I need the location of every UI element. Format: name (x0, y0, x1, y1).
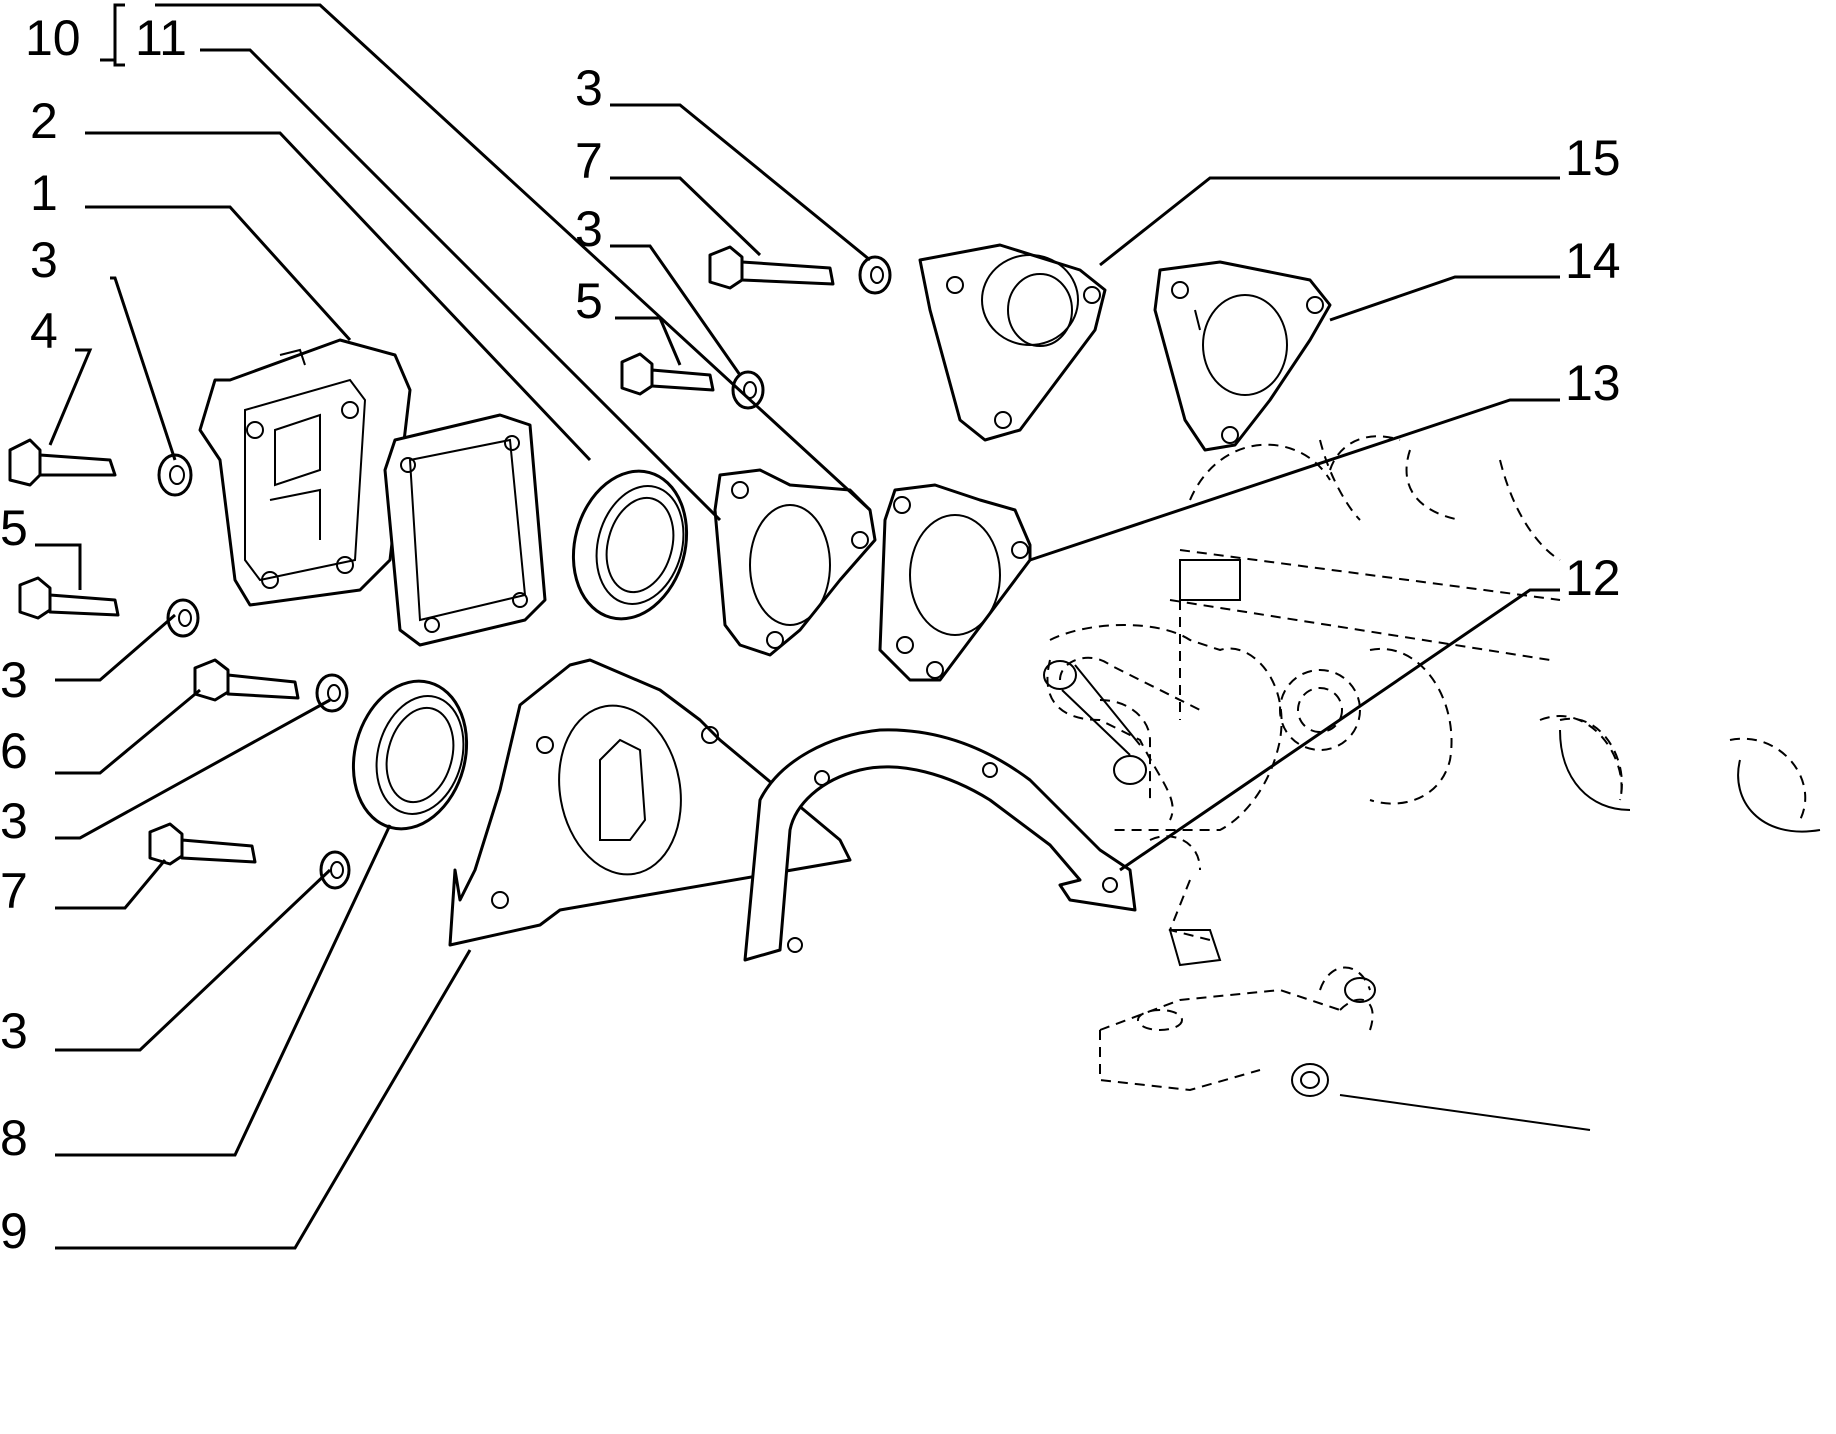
gasket-part-2 (383, 413, 547, 647)
callout-11: 11 (135, 10, 187, 66)
callout-labels: 10 11 2 1 3 4 5 3 6 3 7 3 8 9 3 7 3 5 15… (0, 10, 1621, 1259)
washer-part-3d (319, 850, 351, 890)
bolt-part-5b (620, 352, 715, 396)
callout-12: 12 (1565, 550, 1621, 606)
callout-7: 7 (0, 863, 28, 919)
bolt-part-4 (8, 438, 117, 487)
callout-9: 9 (0, 1203, 28, 1259)
callout-5: 5 (0, 500, 28, 556)
bolt-part-7a (148, 822, 257, 866)
gasket-part-12 (743, 728, 1137, 962)
bolt-part-7b (708, 245, 835, 290)
seal-housing-part-10 (713, 468, 877, 657)
gasket-part-13 (878, 483, 1032, 682)
engine-block-outline (1043, 435, 1821, 1131)
callout-7: 7 (575, 133, 603, 189)
callout-3: 3 (575, 60, 603, 116)
callout-4: 4 (30, 303, 58, 359)
housing-part-1 (198, 338, 412, 607)
callout-3: 3 (0, 793, 28, 849)
washer-part-3f (731, 370, 765, 410)
leader-lines (35, 3, 1560, 1250)
flange-part-15 (918, 243, 1107, 442)
washer-part-3e (858, 255, 892, 295)
callout-13: 13 (1565, 355, 1621, 411)
callout-6: 6 (0, 723, 28, 779)
bolt-part-5a (18, 576, 120, 620)
callout-14: 14 (1565, 233, 1621, 289)
bolt-part-6 (193, 658, 300, 702)
callout-2: 2 (30, 93, 58, 149)
gasket-part-14 (1153, 260, 1332, 452)
seal-ring-part-8 (351, 679, 469, 831)
callout-15: 15 (1565, 130, 1621, 186)
callout-5: 5 (575, 273, 603, 329)
cover-part-9 (448, 658, 852, 947)
callout-8: 8 (0, 1110, 28, 1166)
washer-part-3b (166, 598, 200, 638)
washer-part-3a (157, 453, 193, 497)
callout-10: 10 (25, 10, 81, 66)
callout-3: 3 (30, 232, 58, 288)
callout-1: 1 (30, 165, 58, 221)
callout-3: 3 (0, 652, 28, 708)
callout-3: 3 (575, 201, 603, 257)
callout-3: 3 (0, 1003, 28, 1059)
seal-ring-part-11 (571, 469, 689, 621)
